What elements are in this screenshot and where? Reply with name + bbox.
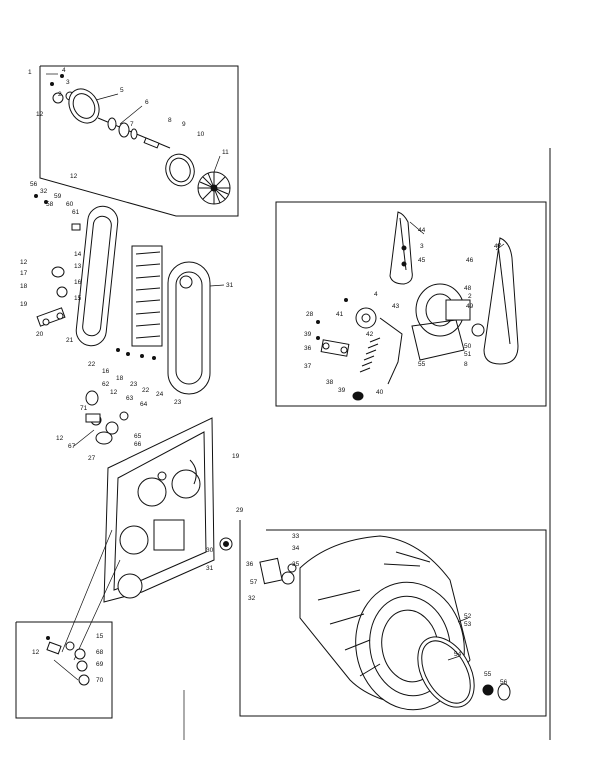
callout-l-17: 17 bbox=[20, 270, 28, 277]
bearing-bracket-parts bbox=[73, 390, 129, 447]
callout-b-30: 30 bbox=[206, 547, 214, 554]
callout-b-33: 33 bbox=[292, 533, 300, 540]
callout-r-43: 43 bbox=[392, 303, 400, 310]
callout-b-31: 31 bbox=[206, 565, 214, 572]
callout-l-66: 66 bbox=[134, 441, 142, 448]
callout-l-12c: 12 bbox=[110, 389, 118, 396]
callout-l-65: 65 bbox=[134, 433, 142, 440]
callout-l-64: 64 bbox=[140, 401, 148, 408]
callout-l-61: 61 bbox=[72, 209, 80, 216]
callout-r-40: 40 bbox=[376, 389, 384, 396]
callout-r-38: 38 bbox=[326, 379, 334, 386]
drum-assembly-group bbox=[219, 520, 547, 717]
callout-b-52: 52 bbox=[464, 613, 472, 620]
callout-l-20: 20 bbox=[36, 331, 44, 338]
callout-l-63: 63 bbox=[126, 395, 134, 402]
callout-l-18: 18 bbox=[20, 283, 28, 290]
callout-r-2: 2 bbox=[468, 293, 472, 300]
callout-l-62: 62 bbox=[102, 381, 110, 388]
blower-assembly-group bbox=[39, 65, 239, 217]
callout-r-42: 42 bbox=[366, 331, 374, 338]
heater-duct-group bbox=[34, 194, 225, 395]
callout-i-68: 68 bbox=[96, 649, 104, 656]
callout-l-19: 19 bbox=[20, 301, 28, 308]
callout-i-12: 12 bbox=[32, 649, 40, 656]
callout-l-12: 12 bbox=[70, 173, 78, 180]
callout-b-57: 57 bbox=[250, 579, 258, 586]
callout-i-69: 69 bbox=[96, 661, 104, 668]
callout-top-8: 8 bbox=[168, 117, 172, 124]
callout-r-45: 45 bbox=[418, 257, 426, 264]
callout-l-71: 71 bbox=[80, 405, 88, 412]
callout-i-70: 70 bbox=[96, 677, 104, 684]
callout-r-8: 8 bbox=[464, 361, 468, 368]
callout-r-55: 55 bbox=[418, 361, 426, 368]
rear-bulkhead bbox=[61, 417, 215, 661]
callout-l-16b: 16 bbox=[102, 368, 110, 375]
callout-top-1: 1 bbox=[28, 69, 32, 76]
callout-top-12a: 12 bbox=[36, 111, 44, 118]
callout-top-2: 2 bbox=[58, 91, 62, 98]
callout-l-15: 15 bbox=[74, 295, 82, 302]
callout-l-58: 58 bbox=[46, 201, 54, 208]
callout-b-36: 36 bbox=[246, 561, 254, 568]
callout-l-32: 32 bbox=[40, 188, 48, 195]
callout-top-6: 6 bbox=[145, 99, 149, 106]
callout-l-22b: 22 bbox=[142, 387, 150, 394]
inset-detail-group bbox=[15, 621, 113, 719]
callout-l-60: 60 bbox=[66, 201, 74, 208]
callout-r-49: 49 bbox=[466, 303, 474, 310]
callout-r-28: 28 bbox=[306, 311, 314, 318]
callout-top-5: 5 bbox=[120, 87, 124, 94]
callout-l-59: 59 bbox=[54, 193, 62, 200]
callout-l-24: 24 bbox=[156, 391, 164, 398]
callout-r-50: 50 bbox=[464, 343, 472, 350]
callout-l-23b: 23 bbox=[174, 399, 182, 406]
callout-top-9: 9 bbox=[182, 121, 186, 128]
callout-l-22a: 22 bbox=[88, 361, 96, 368]
callout-l-14: 14 bbox=[74, 251, 82, 258]
callout-l-56: 56 bbox=[30, 181, 38, 188]
callout-r-37: 37 bbox=[304, 363, 312, 370]
callout-r-44: 44 bbox=[418, 227, 426, 234]
callout-l-31: 31 bbox=[226, 282, 234, 289]
callout-r-46: 46 bbox=[466, 257, 474, 264]
callout-i-15: 15 bbox=[96, 633, 104, 640]
callout-r-47: 47 bbox=[494, 243, 502, 250]
callout-l-19b: 19 bbox=[232, 453, 240, 460]
callout-top-4: 4 bbox=[62, 67, 66, 74]
callout-r-36: 36 bbox=[304, 345, 312, 352]
callout-l-21: 21 bbox=[66, 337, 74, 344]
callout-b-34: 34 bbox=[292, 545, 300, 552]
callout-l-12d: 12 bbox=[56, 435, 64, 442]
callout-l-67: 67 bbox=[68, 443, 76, 450]
callout-r-48: 48 bbox=[464, 285, 472, 292]
callout-r-39b: 39 bbox=[338, 387, 346, 394]
callout-top-3: 3 bbox=[66, 79, 70, 86]
callout-r-39: 39 bbox=[304, 331, 312, 338]
callout-l-23a: 23 bbox=[130, 381, 138, 388]
callout-l-12b: 12 bbox=[20, 259, 28, 266]
callout-r-3: 3 bbox=[420, 243, 424, 250]
callout-top-10: 10 bbox=[197, 131, 205, 138]
callout-b-55: 55 bbox=[484, 671, 492, 678]
callout-b-29: 29 bbox=[236, 507, 244, 514]
callout-top-7: 7 bbox=[130, 121, 134, 128]
callout-r-4: 4 bbox=[374, 291, 378, 298]
callout-b-56: 56 bbox=[500, 679, 508, 686]
callout-top-11: 11 bbox=[222, 149, 229, 156]
callout-b-53: 53 bbox=[464, 621, 472, 628]
motor-assembly-group bbox=[275, 201, 547, 407]
callout-l-18b: 18 bbox=[116, 375, 124, 382]
callout-r-41: 41 bbox=[336, 311, 344, 318]
callout-b-54: 54 bbox=[454, 651, 462, 658]
callout-l-27: 27 bbox=[88, 455, 96, 462]
callout-l-16: 16 bbox=[74, 279, 82, 286]
callout-b-35: 35 bbox=[292, 561, 300, 568]
callout-l-13: 13 bbox=[74, 263, 82, 270]
callout-b-32: 32 bbox=[248, 595, 256, 602]
callout-r-51: 51 bbox=[464, 351, 472, 358]
